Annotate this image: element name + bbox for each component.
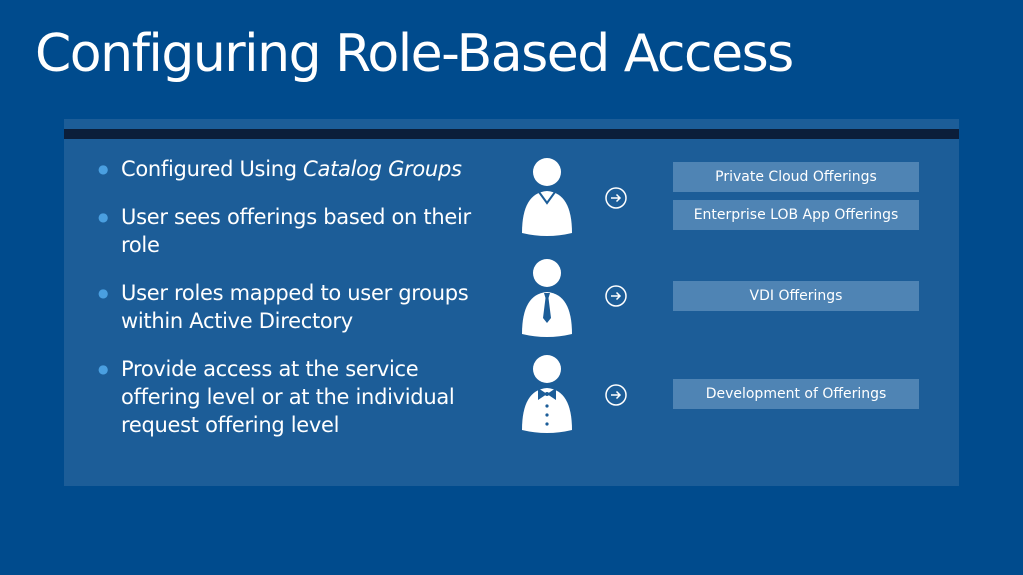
person-collar-icon	[522, 158, 572, 236]
role-row: Development of Offerings	[519, 354, 939, 434]
offering-box: Development of Offerings	[673, 379, 919, 409]
bullet-icon: ●	[98, 286, 109, 300]
arrow-right-icon	[605, 384, 627, 406]
bullet-text: User roles mapped to user groups within …	[121, 281, 469, 333]
bullet-item: ● User roles mapped to user groups withi…	[94, 279, 474, 335]
slide-title: Configuring Role-Based Access	[35, 24, 794, 84]
bullet-icon: ●	[98, 210, 109, 224]
bullet-item: ● User sees offerings based on their rol…	[94, 203, 474, 259]
role-row: Private Cloud Offerings Enterprise LOB A…	[519, 157, 939, 237]
bullet-text: Provide access at the service offering l…	[121, 357, 455, 437]
bullet-icon: ●	[98, 162, 109, 176]
bullet-item: ● Configured Using Catalog Groups	[94, 155, 474, 183]
offering-box: VDI Offerings	[673, 281, 919, 311]
person-bowtie-icon	[522, 355, 572, 433]
bullet-item: ● Provide access at the service offering…	[94, 355, 474, 439]
person-tie-icon	[522, 259, 572, 337]
bullet-list: ● Configured Using Catalog Groups ● User…	[94, 155, 474, 459]
content-panel: ● Configured Using Catalog Groups ● User…	[64, 119, 959, 486]
bullet-text: User sees offerings based on their role	[121, 205, 471, 257]
offering-box: Private Cloud Offerings	[673, 162, 919, 192]
role-row: VDI Offerings	[519, 258, 939, 338]
arrow-right-icon	[605, 187, 627, 209]
bullet-icon: ●	[98, 362, 109, 376]
offering-box: Enterprise LOB App Offerings	[673, 200, 919, 230]
bullet-emphasis: Catalog Groups	[303, 157, 462, 181]
arrow-right-icon	[605, 285, 627, 307]
panel-header-bar	[64, 129, 959, 139]
bullet-text: Configured Using	[121, 157, 304, 181]
